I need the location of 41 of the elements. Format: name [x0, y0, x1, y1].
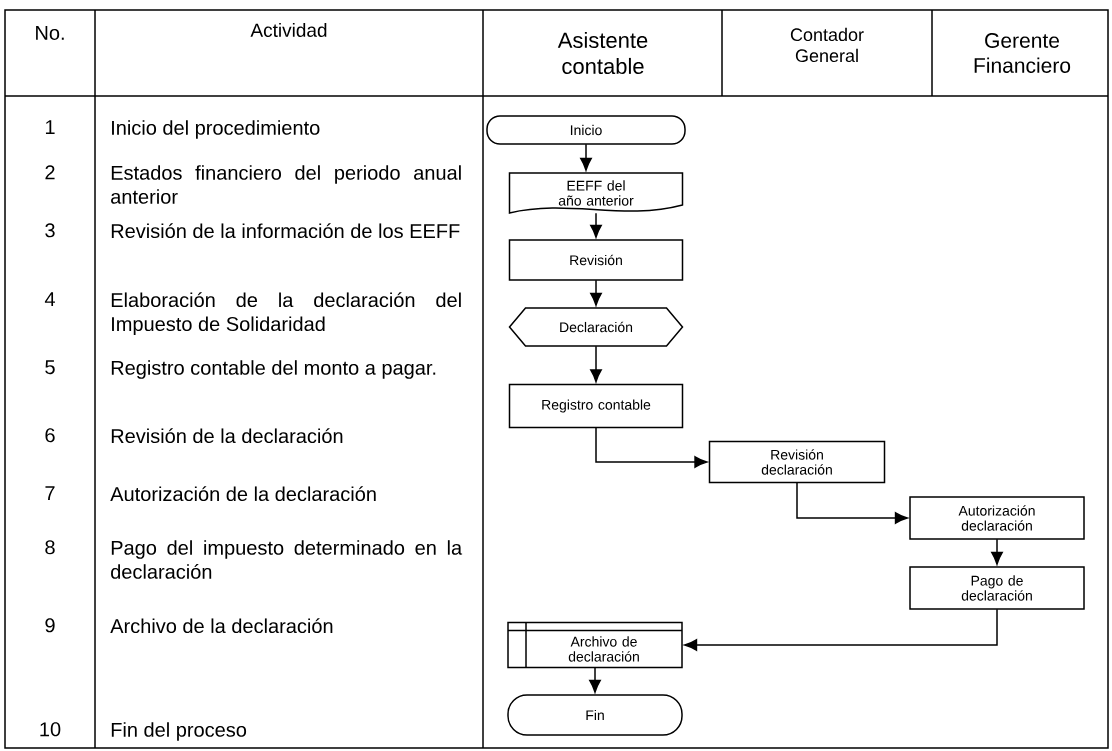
arrow — [991, 538, 1003, 565]
row-number: 3 — [45, 223, 55, 238]
predefined-process-box: Archivo de declaración — [507, 621, 683, 669]
activity-text: Elaboración de la declaración del Impuesto de Solidaridad — [111, 292, 461, 336]
activity-text: Revisión de la declaración — [111, 428, 343, 444]
row-number: 8 — [45, 540, 55, 555]
row-number: 9 — [45, 618, 55, 633]
column-header: Asistente contable — [557, 31, 648, 75]
row-number: 7 — [45, 486, 55, 500]
arrow — [796, 481, 908, 524]
arrow — [580, 143, 592, 171]
column-header: Actividad — [250, 23, 327, 37]
arrow — [590, 345, 602, 383]
arrow — [684, 608, 998, 651]
arrow — [590, 279, 602, 306]
row-number: 6 — [45, 428, 55, 443]
process-box: Registro contable — [508, 383, 684, 429]
activity-text: Registro contable del monto a pagar. — [111, 360, 436, 379]
row-number: 10 — [40, 722, 61, 737]
arrow — [595, 426, 708, 468]
preparation-hexagon: Declaración — [508, 307, 684, 347]
activity-text: Archivo de la declaración — [110, 618, 333, 634]
process-box: Revisión declaración — [708, 440, 886, 484]
column-header: Gerente Financiero — [974, 33, 1071, 73]
activity-text: Fin del proceso — [111, 722, 247, 741]
process-box: Autorización declaración — [909, 496, 1085, 540]
row-number: 4 — [44, 292, 55, 306]
process-box: Pago de declaración — [909, 566, 1085, 610]
process-box: Revisión — [508, 239, 684, 281]
activity-text: Autorización de la declaración — [110, 486, 376, 502]
arrow — [589, 666, 601, 693]
row-number: 2 — [45, 165, 55, 180]
column-header: Contador General — [790, 27, 864, 63]
row-number: 1 — [45, 120, 55, 134]
activity-text: Pago del impuesto determinado en la declaración — [111, 540, 463, 579]
activity-text: Inicio del procedimiento — [112, 120, 320, 139]
activity-text: Estados financiero del periodo anual anterior — [111, 165, 461, 204]
arrow — [590, 212, 602, 238]
column-header: No. — [36, 26, 64, 40]
activity-text: Revisión de la información de los EEFF — [111, 223, 460, 239]
row-number: 5 — [45, 360, 55, 375]
